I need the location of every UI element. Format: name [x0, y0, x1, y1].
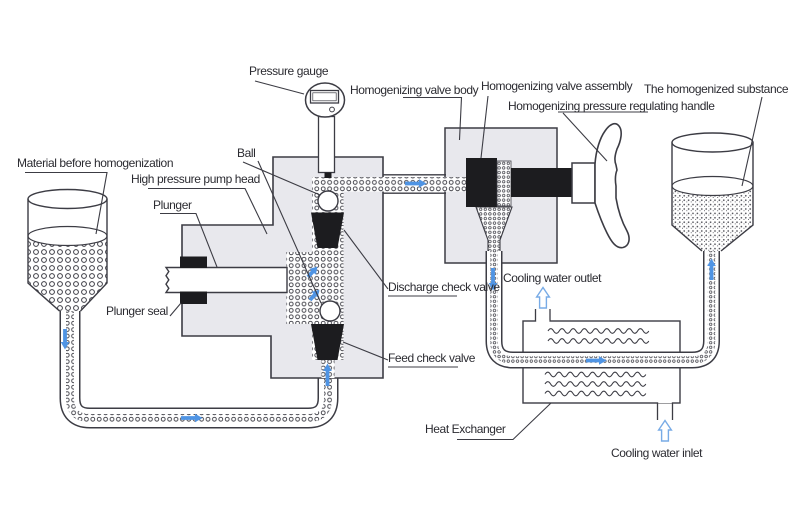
label-plunger-seal: Plunger seal	[106, 304, 168, 318]
label-regulating-handle: Homogenizing pressure regulating handle	[508, 99, 715, 113]
label-homogenizing-valve-body: Homogenizing valve body	[350, 83, 479, 97]
label-cooling-water-inlet: Cooling water inlet	[611, 446, 703, 460]
material-container	[27, 188, 108, 312]
discharge-pipe-walls	[383, 174, 446, 194]
leader-plunger	[160, 212, 218, 268]
material-container-rim	[27, 188, 108, 210]
discharge-channel	[312, 177, 466, 192]
handle-hub	[571, 162, 596, 204]
label-high-pressure-pump-head: High pressure pump head	[131, 172, 260, 186]
cooling-outlet-arrow-icon	[535, 286, 551, 309]
homogenized-container	[671, 132, 754, 252]
discharge-valve-seat	[311, 212, 344, 248]
label-heat-exchanger: Heat Exchanger	[425, 422, 506, 436]
leader-lines	[25, 80, 763, 441]
leader-material-before	[25, 171, 108, 235]
material-container-wall	[27, 199, 108, 312]
valve-assembly-block	[466, 158, 497, 207]
high-pressure-pump-head	[164, 82, 466, 379]
leader-pump-head	[148, 187, 268, 235]
label-ball: Ball	[237, 146, 256, 160]
gauge-display	[309, 89, 340, 104]
flow-arrow-tank-up	[707, 258, 716, 280]
flow-arrow-discharge	[405, 179, 427, 188]
label-discharge-check-valve: Discharge check valve	[388, 280, 500, 294]
homogenizing-valve-body	[444, 123, 630, 264]
flow-arrow-feed-right	[181, 413, 203, 423]
gauge-stem-tip	[324, 172, 332, 178]
label-pressure-gauge: Pressure gauge	[249, 64, 329, 78]
leader-discharge-check-valve	[343, 229, 457, 297]
material-liquid-surface	[27, 225, 108, 247]
regulating-handle-wheel	[594, 123, 630, 249]
label-feed-check-valve: Feed check valve	[388, 351, 475, 365]
valve-assembly-gap-strip	[496, 160, 512, 207]
gauge-knob	[329, 106, 335, 113]
leader-homogenized-substance	[741, 96, 763, 187]
feed-valve-seat	[311, 324, 344, 360]
leader-ball	[242, 160, 322, 304]
homogenized-container-rim	[671, 132, 754, 153]
homogenized-liquid-surface	[671, 175, 754, 197]
feed-ball	[319, 300, 341, 322]
cooling-outlet-stub	[534, 309, 551, 323]
leader-valve-body	[403, 96, 463, 141]
discharge-ball	[317, 190, 339, 212]
flow-arrow-valve-down	[488, 268, 498, 291]
leader-feed-check-valve	[342, 341, 458, 368]
plunger-seal-top	[180, 256, 207, 268]
material-liquid	[28, 236, 107, 311]
plunger-rod	[164, 266, 288, 294]
gauge-stem	[317, 115, 336, 174]
label-homogenizing-valve-assembly: Homogenizing valve assembly	[481, 79, 633, 93]
homogenized-container-wall	[671, 142, 754, 252]
leader-heat-exchanger	[457, 402, 552, 441]
leader-plunger-seal	[169, 302, 182, 317]
flow-arrow-feed-up	[323, 363, 332, 386]
plunger-seal-bottom	[180, 291, 207, 304]
cooling-inlet-stub	[656, 400, 674, 420]
homogenized-liquid	[672, 186, 753, 251]
cooling-inlet-arrow-icon	[657, 419, 673, 442]
flow-arrow-hx-right	[586, 356, 607, 365]
leader-valve-assembly	[480, 95, 489, 159]
leader-pressure-gauge	[254, 80, 305, 95]
leader-regulating-handle	[558, 111, 648, 162]
label-material-before-homogenization: Material before homogenization	[17, 156, 174, 170]
label-cooling-water-outlet: Cooling water outlet	[503, 271, 602, 285]
valve-stem-rod	[511, 168, 572, 197]
label-plunger: Plunger	[153, 198, 192, 212]
label-homogenized-substance: The homogenized substance	[644, 82, 789, 96]
pressure-gauge	[304, 82, 346, 118]
flow-arrow-feed-down	[60, 329, 70, 350]
